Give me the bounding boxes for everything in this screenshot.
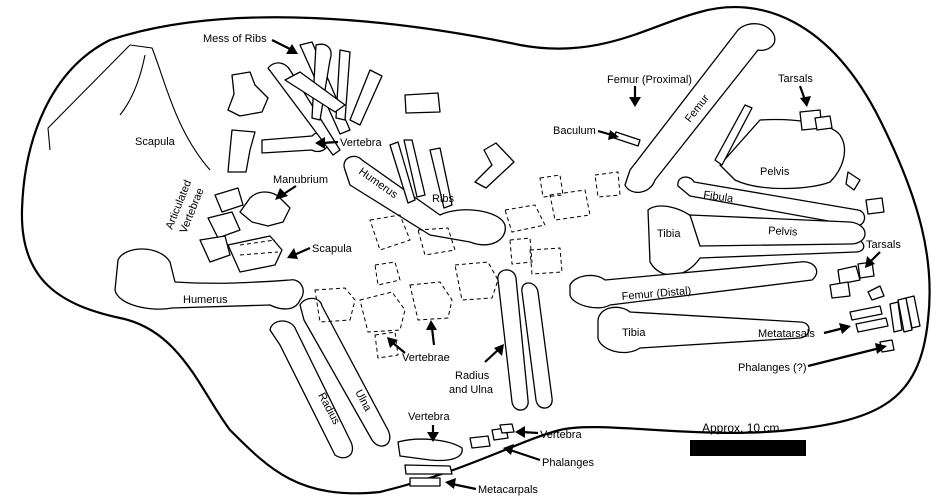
rib-mid-1 bbox=[389, 141, 416, 204]
bone-fragment-4 bbox=[474, 142, 515, 189]
metatarsal-bones bbox=[849, 285, 889, 333]
articulated-vertebrae-3 bbox=[199, 235, 231, 263]
label-metatarsals: Metatarsals bbox=[758, 328, 815, 340]
label-tibia-top: Tibia bbox=[657, 228, 681, 240]
label-metacarpals: Metacarpals bbox=[478, 484, 538, 496]
femur-distal-bone bbox=[569, 261, 818, 309]
label-pelvis-top: Pelvis bbox=[760, 166, 790, 178]
bone-fragment-1 bbox=[227, 71, 269, 117]
pelvis-mid-bone bbox=[689, 214, 866, 247]
tarsals-top-bone-2 bbox=[814, 115, 833, 131]
metacarpal-2 bbox=[409, 477, 441, 487]
rib-1 bbox=[267, 62, 341, 156]
label-tibia-bottom: Tibia bbox=[622, 327, 646, 339]
manubrium-bone bbox=[239, 191, 291, 227]
tarsals-right-bones bbox=[829, 171, 885, 299]
bone-fragment-2 bbox=[227, 129, 256, 173]
label-humerus-left: Humerus bbox=[183, 294, 228, 306]
label-manubrium: Manubrium bbox=[273, 174, 328, 186]
label-fibula: Fibula bbox=[703, 189, 735, 205]
label-vertebra-right-bottom: Vertebra bbox=[540, 429, 582, 441]
label-phalanges-bottom: Phalanges bbox=[542, 457, 594, 469]
label-phalanges-q: Phalanges (?) bbox=[738, 362, 807, 374]
phalanges-right-bones bbox=[879, 295, 921, 353]
vertebra-bottom-bone bbox=[397, 438, 463, 462]
label-femur-proximal: Femur (Proximal) bbox=[607, 74, 692, 86]
ulna-mid bbox=[521, 282, 553, 409]
rib-mid-3 bbox=[429, 147, 453, 209]
radius-left bbox=[269, 320, 354, 459]
articulated-vertebrae-1 bbox=[214, 187, 244, 213]
label-ribs: Ribs bbox=[432, 193, 455, 205]
baculum-bone bbox=[613, 131, 641, 147]
dashed-vertebrae bbox=[314, 171, 621, 359]
annotation-arrows bbox=[271, 39, 887, 491]
label-tarsals-right: Tarsals bbox=[866, 239, 901, 251]
label-scapula-left: Scapula bbox=[135, 136, 176, 148]
phalanges-bone-1 bbox=[469, 435, 491, 449]
pelvis-inner bbox=[714, 104, 753, 166]
scale-bar-label: Approx. 10 cm bbox=[702, 421, 779, 435]
scale-bar bbox=[690, 440, 806, 456]
ulna-left bbox=[299, 297, 391, 447]
rib-6 bbox=[284, 71, 346, 113]
humerus-mid bbox=[343, 155, 506, 246]
phalanges-bone-3 bbox=[499, 423, 515, 434]
scapula-dashed bbox=[239, 239, 279, 256]
bone-fragment-3 bbox=[404, 92, 441, 114]
rib-mid-2 bbox=[403, 139, 426, 198]
block-outline bbox=[20, 5, 931, 495]
rib-5 bbox=[349, 69, 383, 126]
label-vertebra-bottom: Vertebra bbox=[408, 411, 450, 423]
tibia-bottom-bone bbox=[597, 306, 810, 354]
label-tarsals-top: Tarsals bbox=[778, 73, 813, 85]
articulated-vertebrae-2 bbox=[207, 211, 241, 239]
label-vertebrae-mid: Vertebrae bbox=[402, 352, 450, 364]
metacarpal-1 bbox=[404, 464, 453, 475]
label-and-ulna: and Ulna bbox=[449, 384, 494, 396]
scapula-outline bbox=[47, 44, 211, 171]
humerus-left bbox=[114, 248, 304, 310]
label-scapula-mid: Scapula bbox=[312, 243, 353, 255]
femur-bone bbox=[624, 23, 776, 193]
label-mess-of-ribs: Mess of Ribs bbox=[203, 33, 267, 45]
label-pelvis-mid: Pelvis bbox=[768, 225, 798, 239]
label-radius-and: Radius bbox=[455, 370, 490, 382]
label-baculum: Baculum bbox=[553, 125, 596, 137]
radius-mid bbox=[497, 269, 529, 411]
label-vertebra-top: Vertebra bbox=[340, 137, 382, 149]
